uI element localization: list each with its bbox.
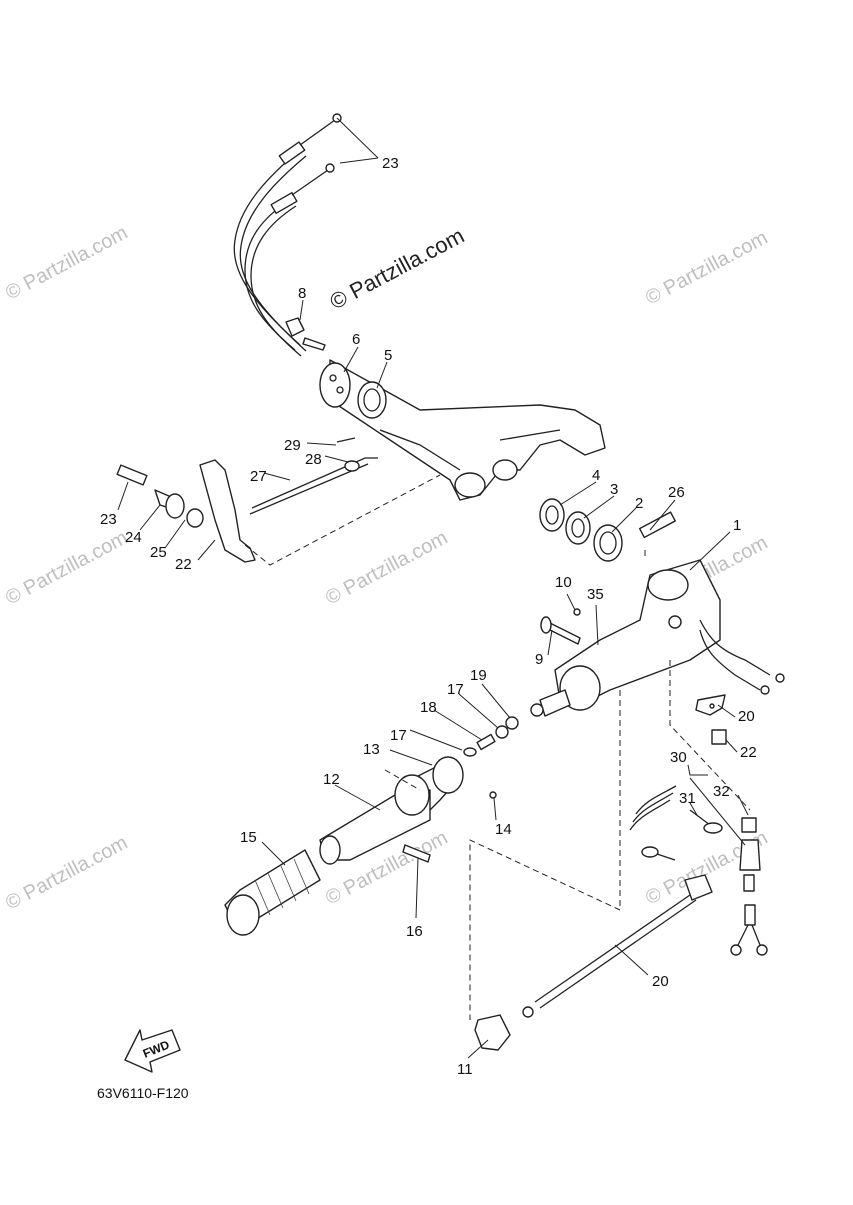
callout-26: 24 xyxy=(125,529,142,546)
callout-20: 20 xyxy=(652,973,669,990)
handle-bracket xyxy=(329,359,606,501)
shaft-washers-lower xyxy=(539,498,676,562)
callout-3: 3 xyxy=(610,481,618,498)
callout-22: 22 xyxy=(740,744,757,761)
callout-6: 6 xyxy=(352,331,360,348)
callout-19: 19 xyxy=(470,667,487,684)
fwd-arrow-icon: FWD xyxy=(124,1029,181,1073)
shaft-washers-top xyxy=(285,317,387,419)
small-parts xyxy=(463,608,581,757)
callout-13: 13 xyxy=(363,741,380,758)
watermark: © Partzilla.com xyxy=(2,527,131,610)
callout-25: 23 xyxy=(100,511,117,528)
callout-1: 1 xyxy=(733,517,741,534)
callout-30: 28 xyxy=(305,451,322,468)
bracket-21-22 xyxy=(695,694,727,745)
callouts: 23 8 6 5 4 3 2 26 1 29 28 27 23 24 25 22… xyxy=(100,155,757,1078)
callout-35: 35 xyxy=(587,586,604,603)
watermark: © Partzilla.com xyxy=(2,222,131,305)
callout-4: 4 xyxy=(592,467,600,484)
watermark: © Partzilla.com xyxy=(2,832,131,915)
bushing-5 xyxy=(357,381,387,419)
callout-23: 23 xyxy=(382,155,399,172)
callout-15: 15 xyxy=(240,829,257,846)
callout-28: 26 xyxy=(668,484,685,501)
grip-assembly xyxy=(224,756,497,936)
callout-14: 14 xyxy=(495,821,512,838)
throttle-lever xyxy=(116,459,256,563)
callout-17b: 17 xyxy=(390,727,407,744)
callout-2: 2 xyxy=(635,495,643,512)
watermark: © Partzilla.com xyxy=(322,527,451,610)
callout-17a: 17 xyxy=(447,681,464,698)
watermark: © Partzilla.com xyxy=(642,227,771,310)
callout-21: 20 xyxy=(738,708,755,725)
callout-31: 29 xyxy=(284,437,301,454)
plate-6 xyxy=(319,362,351,408)
tiller-arm xyxy=(530,559,785,717)
throttle-cables xyxy=(233,113,342,357)
watermark-main: © Partzilla.com xyxy=(326,223,469,315)
figure-code: 63V6110-F120 xyxy=(97,1085,189,1101)
callout-34: 32 xyxy=(713,783,730,800)
callout-10: 11 xyxy=(457,1061,473,1078)
throttle-cable-20 xyxy=(474,874,713,1051)
callout-5: 5 xyxy=(384,347,392,364)
callout-8: 8 xyxy=(298,285,306,302)
callout-24: 22 xyxy=(175,556,192,573)
callout-29: 27 xyxy=(250,468,267,485)
callout-33: 31 xyxy=(679,790,696,807)
callout-18: 18 xyxy=(420,699,437,716)
callout-16: 16 xyxy=(406,923,423,940)
callout-32: 30 xyxy=(670,749,687,766)
reference-lines xyxy=(244,474,751,1020)
callout-11: 10 xyxy=(555,574,572,591)
stop-switch xyxy=(629,785,768,956)
callout-27: 25 xyxy=(150,544,167,561)
link-rod xyxy=(249,437,378,515)
leader-lines xyxy=(117,117,749,1059)
callout-12: 12 xyxy=(323,771,340,788)
callout-9: 9 xyxy=(535,651,543,668)
